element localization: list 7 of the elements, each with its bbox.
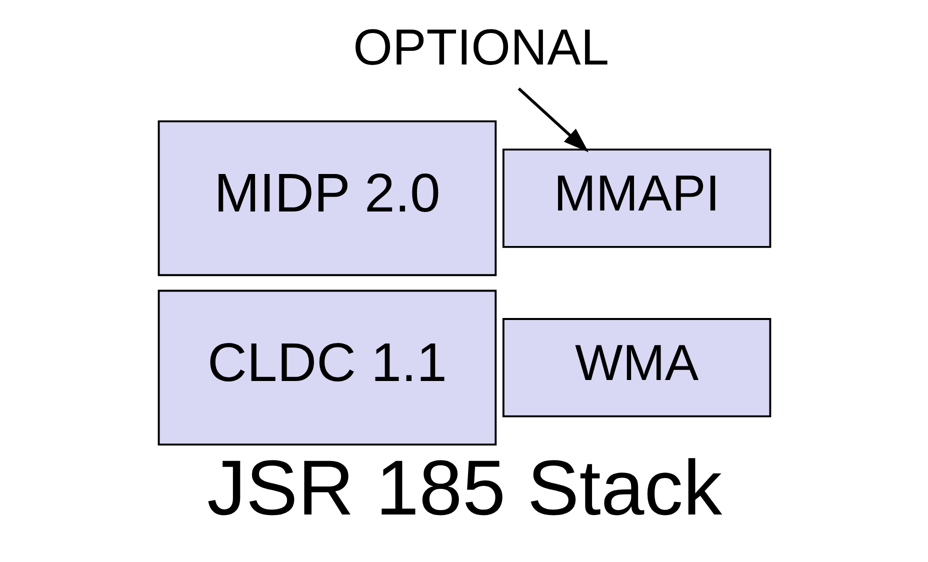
node-box: CLDC 1.1 <box>157 290 496 446</box>
node-box: MMAPI <box>502 148 771 248</box>
node-box: MIDP 2.0 <box>157 120 496 276</box>
node-box: WMA <box>502 318 771 418</box>
caption: JSR 185 Stack <box>206 444 722 532</box>
node-text: OPTIONAL <box>352 18 609 76</box>
arrow <box>517 87 588 152</box>
